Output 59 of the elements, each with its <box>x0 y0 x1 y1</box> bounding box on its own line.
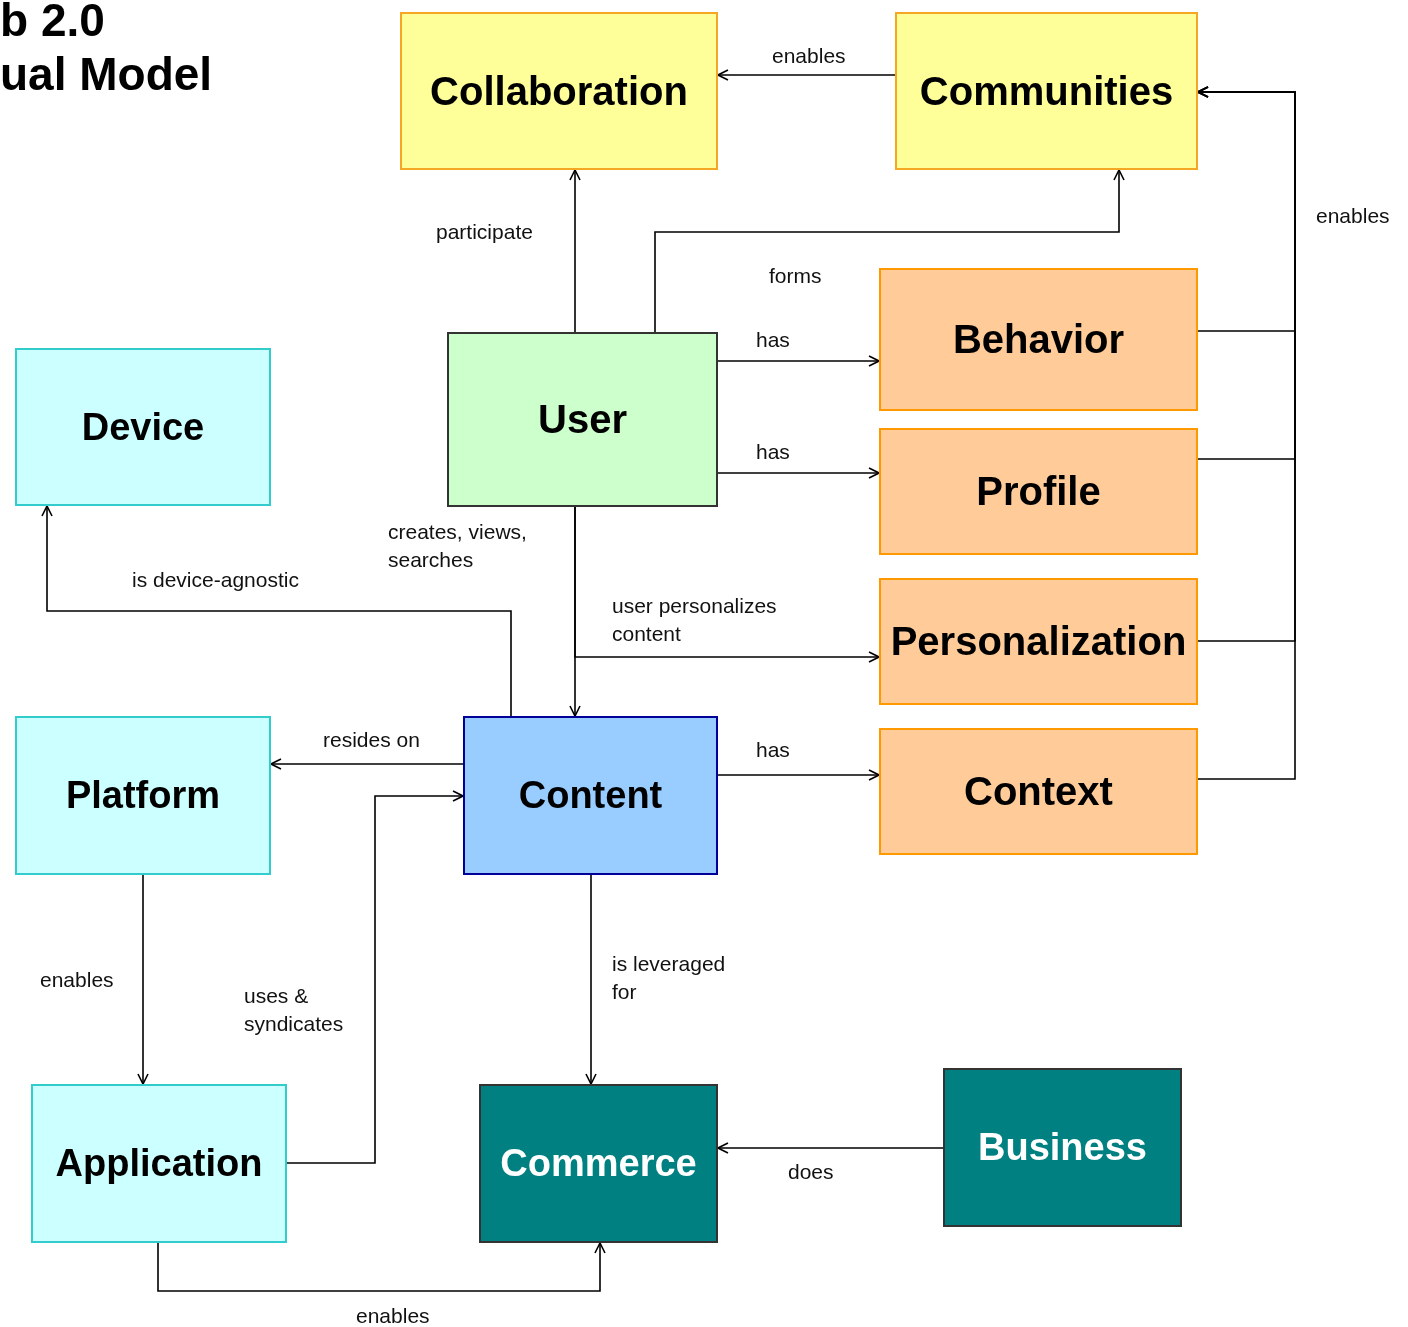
user-box <box>447 332 718 507</box>
edge-label: is device-agnostic <box>132 567 299 593</box>
arrow <box>157 1242 606 1292</box>
edge-label: has <box>756 327 790 353</box>
edge-label: uses & syndicates <box>244 983 345 1037</box>
node-label: Platform <box>65 774 221 817</box>
arrow <box>137 874 149 1085</box>
node-label: Collaboration <box>430 68 688 114</box>
node-label: Device <box>81 405 205 449</box>
edge-label: user personalizes content <box>612 593 778 647</box>
profile-box <box>879 428 1198 555</box>
device-box <box>15 348 271 506</box>
edge-label: participate <box>436 219 533 245</box>
node-label: Content <box>518 774 663 817</box>
personalization-box <box>879 578 1198 705</box>
context-box <box>879 728 1198 855</box>
edge-label: forms <box>769 263 822 289</box>
title-text: b 2.0 <box>0 0 105 46</box>
node-label: User <box>538 397 627 442</box>
arrow <box>270 758 464 770</box>
edge-label: has <box>756 439 790 465</box>
arrow <box>1197 86 1296 780</box>
node-label: Business <box>978 1126 1147 1169</box>
edge-label: enables <box>1316 203 1390 229</box>
behavior-box <box>879 268 1198 411</box>
arrow <box>717 769 880 781</box>
arrow <box>717 467 880 479</box>
arrow <box>717 1142 944 1154</box>
arrow <box>569 169 581 333</box>
node-label: Communities <box>919 68 1174 114</box>
arrow <box>654 169 1125 333</box>
arrow <box>717 355 880 367</box>
node-label: Application <box>55 1142 263 1185</box>
arrow <box>41 505 512 717</box>
arrow <box>286 790 464 1164</box>
edge-label: enables <box>356 1303 430 1327</box>
platform-box <box>15 716 271 875</box>
edge-label: resides on <box>323 727 420 753</box>
edge-label: has <box>756 737 790 763</box>
node-label: Profile <box>976 469 1101 514</box>
arrow <box>717 69 896 81</box>
node-label: Behavior <box>952 317 1125 362</box>
commerce-box <box>479 1084 718 1243</box>
node-label: Personalization <box>890 619 1187 664</box>
node-label: Commerce <box>500 1142 697 1185</box>
business-box <box>943 1068 1182 1227</box>
application-box <box>31 1084 287 1243</box>
edge-label: is leveraged for <box>612 951 727 1005</box>
collaboration-box <box>400 12 718 170</box>
communities-box <box>895 12 1198 170</box>
edge-label: creates, views, searches <box>388 519 528 573</box>
edge-label: does <box>788 1159 834 1185</box>
content-box <box>463 716 718 875</box>
edge-label: enables <box>40 967 114 993</box>
node-label: Context <box>964 769 1113 814</box>
title-text: ual Model <box>0 48 213 100</box>
edge-label: enables <box>772 43 846 69</box>
arrow <box>574 506 880 663</box>
arrow <box>585 874 597 1085</box>
